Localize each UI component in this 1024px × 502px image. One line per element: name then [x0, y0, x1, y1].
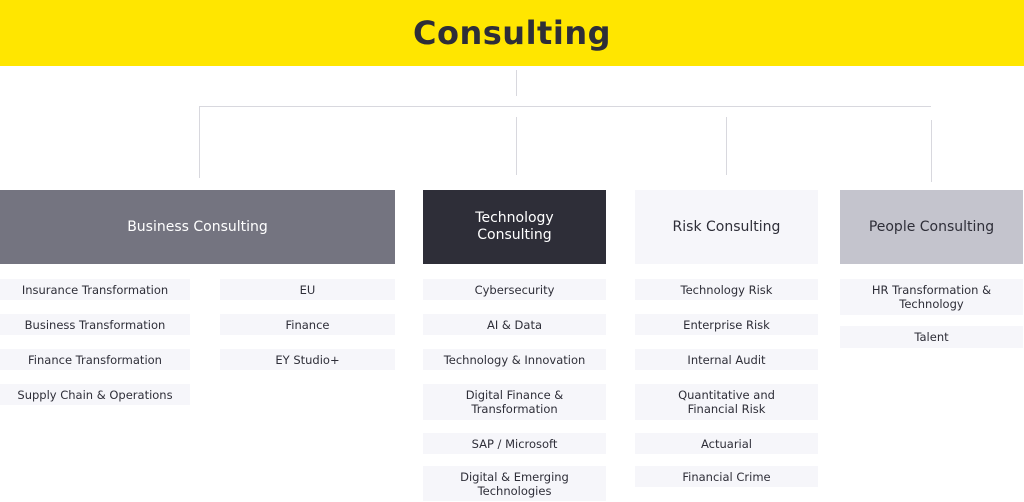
page-title: Consulting — [413, 14, 611, 52]
list-item: Actuarial — [635, 433, 818, 454]
connector-line — [516, 70, 517, 96]
connector-line — [199, 106, 200, 178]
connector-line — [931, 120, 932, 182]
list-item: Digital & Emerging Technologies — [423, 466, 606, 501]
list-item: Technology Risk — [635, 279, 818, 300]
list-item: Quantitative and Financial Risk — [635, 384, 818, 420]
list-item: Supply Chain & Operations — [0, 384, 190, 405]
list-item: Cybersecurity — [423, 279, 606, 300]
list-item: Insurance Transformation — [0, 279, 190, 300]
list-item: Talent — [840, 326, 1023, 348]
list-item: Finance Transformation — [0, 349, 190, 370]
header-banner: Consulting — [0, 0, 1024, 66]
list-item: Technology & Innovation — [423, 349, 606, 370]
technology-consulting-box: Technology Consulting — [423, 190, 606, 264]
connector-line — [726, 117, 727, 175]
list-item: Business Transformation — [0, 314, 190, 335]
list-item: EY Studio+ — [220, 349, 395, 370]
list-item: Digital Finance & Transformation — [423, 384, 606, 420]
people-consulting-box: People Consulting — [840, 190, 1023, 264]
list-item: EU — [220, 279, 395, 300]
connector-line — [516, 117, 517, 175]
list-item: SAP / Microsoft — [423, 433, 606, 454]
risk-consulting-box: Risk Consulting — [635, 190, 818, 264]
list-item: HR Transformation & Technology — [840, 279, 1023, 315]
list-item: AI & Data — [423, 314, 606, 335]
list-item: Internal Audit — [635, 349, 818, 370]
list-item: Enterprise Risk — [635, 314, 818, 335]
business-consulting-box: Business Consulting — [0, 190, 395, 264]
list-item: Finance — [220, 314, 395, 335]
list-item: Financial Crime — [635, 466, 818, 487]
connector-line — [199, 106, 931, 107]
